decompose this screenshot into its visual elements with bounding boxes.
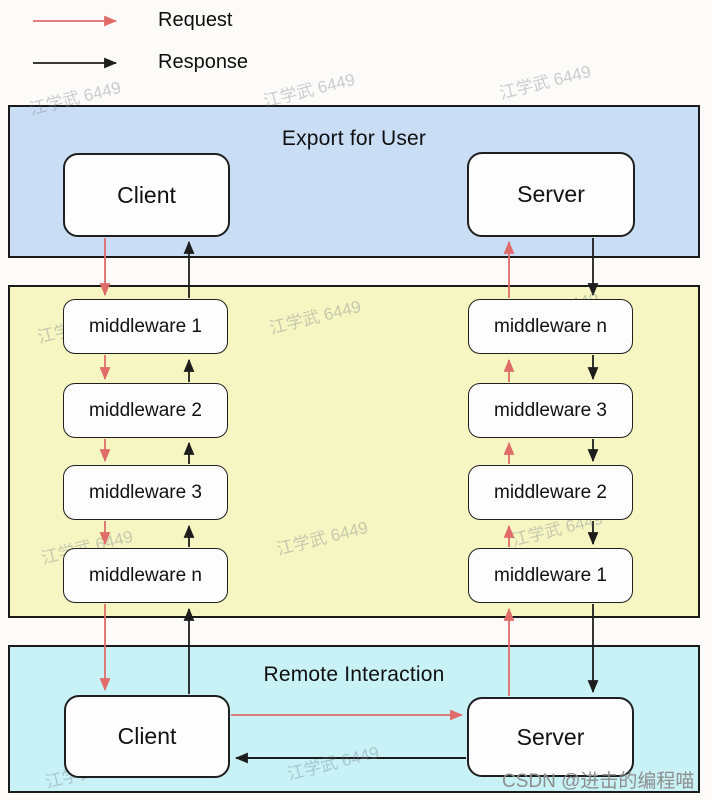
middleware-node-right-1: middleware 1 — [468, 548, 633, 603]
server-node-bottom: Server — [467, 697, 634, 777]
legend-response-label: Response — [158, 51, 249, 73]
client-node-top: Client — [63, 153, 230, 237]
middleware-node-left-3: middleware 3 — [63, 465, 228, 520]
middleware-node-left-n: middleware n — [63, 548, 228, 603]
server-node-top-label: Server — [517, 181, 585, 207]
middleware-node-right-n: middleware n — [468, 299, 633, 354]
remote-interaction-title: Remote Interaction — [263, 663, 445, 686]
middleware-node-left-3-label: middleware 3 — [89, 481, 202, 503]
middleware-node-right-3-label: middleware 3 — [494, 399, 607, 421]
server-node-top: Server — [467, 152, 635, 237]
middleware-node-left-2: middleware 2 — [63, 383, 228, 438]
middleware-node-right-2-label: middleware 2 — [494, 481, 607, 503]
middleware-node-right-1-label: middleware 1 — [494, 564, 607, 586]
middleware-node-left-1: middleware 1 — [63, 299, 228, 354]
watermark: 江学武 6449 — [497, 61, 593, 103]
middleware-node-right-n-label: middleware n — [494, 315, 607, 337]
legend-request-label: Request — [158, 9, 233, 31]
client-node-top-label: Client — [117, 181, 176, 208]
middleware-node-left-n-label: middleware n — [89, 564, 202, 586]
export-for-user-title: Export for User — [281, 127, 427, 150]
server-node-bottom-label: Server — [516, 723, 585, 750]
middleware-node-right-2: middleware 2 — [468, 465, 633, 520]
client-node-bottom-label: Client — [117, 723, 177, 749]
middleware-node-left-1-label: middleware 1 — [89, 315, 202, 337]
middleware-node-left-2-label: middleware 2 — [89, 399, 202, 421]
middleware-node-right-3: middleware 3 — [468, 383, 633, 438]
client-node-bottom: Client — [64, 695, 230, 778]
